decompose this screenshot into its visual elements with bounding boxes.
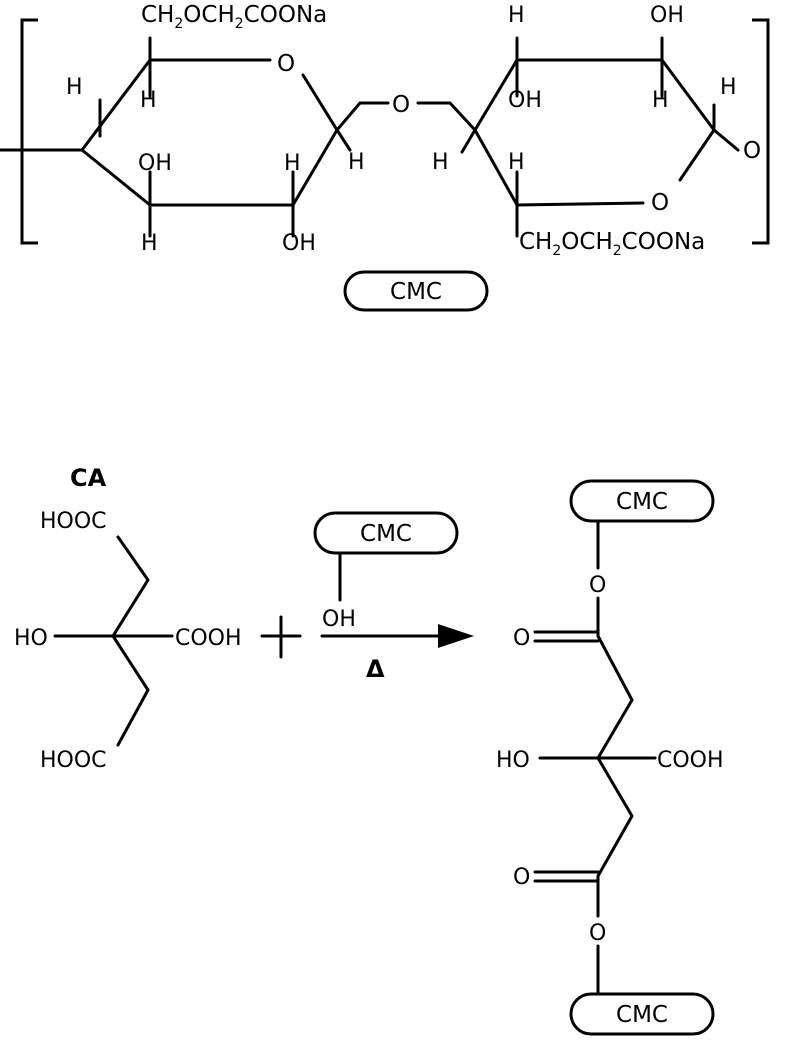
cmc-substituent-top: CH2OCH2COONa: [141, 2, 327, 32]
product-backbone-bonds: [538, 634, 657, 878]
cmc-pill-product-bottom: [569, 992, 715, 1036]
right-ring-oh-top: OH: [650, 3, 684, 28]
product-upper-carbonyl-double-bond: [533, 630, 600, 643]
right-ring-h-c4: H: [508, 3, 525, 28]
right-ring-h-c4-lower: H: [432, 150, 449, 175]
left-ring-h-c5: H: [140, 88, 157, 113]
product-carboxyl: COOH: [657, 748, 724, 773]
cmc-pill-reactant: [313, 511, 459, 555]
chain-oxygen: O: [743, 138, 761, 164]
heat-condition: Δ: [366, 655, 385, 683]
ca-hydroxyl: HO: [14, 626, 48, 651]
bridge-oxygen: O: [392, 92, 410, 118]
ca-carboxyl-bottom: HOOC: [40, 748, 107, 773]
cmc-pill-product-top-label: CMC: [616, 489, 668, 515]
right-ring-oh-c3: OH: [508, 88, 542, 113]
left-ring-h-c2: H: [141, 231, 158, 256]
left-ring-vertical-bonds: [98, 36, 295, 238]
left-ring-h-c3: H: [284, 151, 301, 176]
cmc-reactant: CMC OH: [313, 511, 459, 632]
right-ring-vertical-bonds: [460, 36, 716, 238]
reaction-arrow: Δ: [320, 624, 474, 683]
plus-sign-icon: [260, 615, 302, 659]
citric-acid-reactant: CA HOOC HO COOH HOOC: [14, 464, 242, 773]
anomeric-h-bond: [335, 128, 352, 152]
left-ring-oh-c3: OH: [282, 231, 316, 256]
cmc-repeat-unit: CH2OCH2COONa CH2OCH2COONa O O O O H H OH…: [0, 2, 770, 312]
crosslinked-product: CMC O O HO COOH O O CMC: [496, 479, 724, 1036]
chain-end-bond: [712, 128, 740, 152]
ca-carboxyl-top: HOOC: [40, 509, 107, 534]
product-lower-carbonyl-oxygen: O: [513, 865, 530, 890]
product-upper-carbonyl-oxygen: O: [513, 626, 530, 651]
product-lower-ester-oxygen: O: [589, 921, 606, 946]
left-ring-oh-c2: OH: [138, 151, 172, 176]
cmc-pill-product-bottom-label: CMC: [616, 1002, 668, 1028]
cmc-pill-top-label: CMC: [390, 279, 442, 305]
right-ring-bonds: [473, 58, 716, 207]
left-ring-oxygen-bond: [301, 73, 339, 132]
right-ring-h-c1: H: [720, 75, 737, 100]
right-bracket: [752, 18, 770, 245]
left-ring-bonds: [80, 58, 339, 207]
left-ring-h-c1: H: [66, 75, 83, 100]
right-ring-oxygen: O: [651, 190, 669, 216]
cmc-pill-product-top: [569, 479, 715, 523]
right-ring-h-c2: H: [652, 88, 669, 113]
right-ring-h-c5: H: [508, 150, 525, 175]
ca-carboxyl-right: COOH: [175, 626, 242, 651]
product-upper-ester-oxygen: O: [589, 573, 606, 598]
ca-bonds: [53, 535, 174, 747]
cmc-pill-top: [343, 270, 489, 312]
citric-acid-label: CA: [70, 464, 107, 492]
cmc-substituent-bottom: CH2OCH2COONa: [519, 229, 705, 259]
cmc-pill-reactant-label: CMC: [360, 521, 412, 547]
product-hydroxyl: HO: [496, 748, 530, 773]
product-lower-carbonyl-double-bond: [533, 870, 600, 883]
reaction-arrow-head-icon: [438, 624, 474, 648]
plus-operator: [260, 615, 302, 659]
glycosidic-bridge-bonds: [335, 101, 477, 132]
left-bracket: [20, 18, 38, 245]
left-ring-h-anomeric: H: [348, 150, 365, 175]
cmc-reactant-hydroxyl: OH: [322, 607, 356, 632]
left-ring-oxygen: O: [277, 51, 295, 77]
